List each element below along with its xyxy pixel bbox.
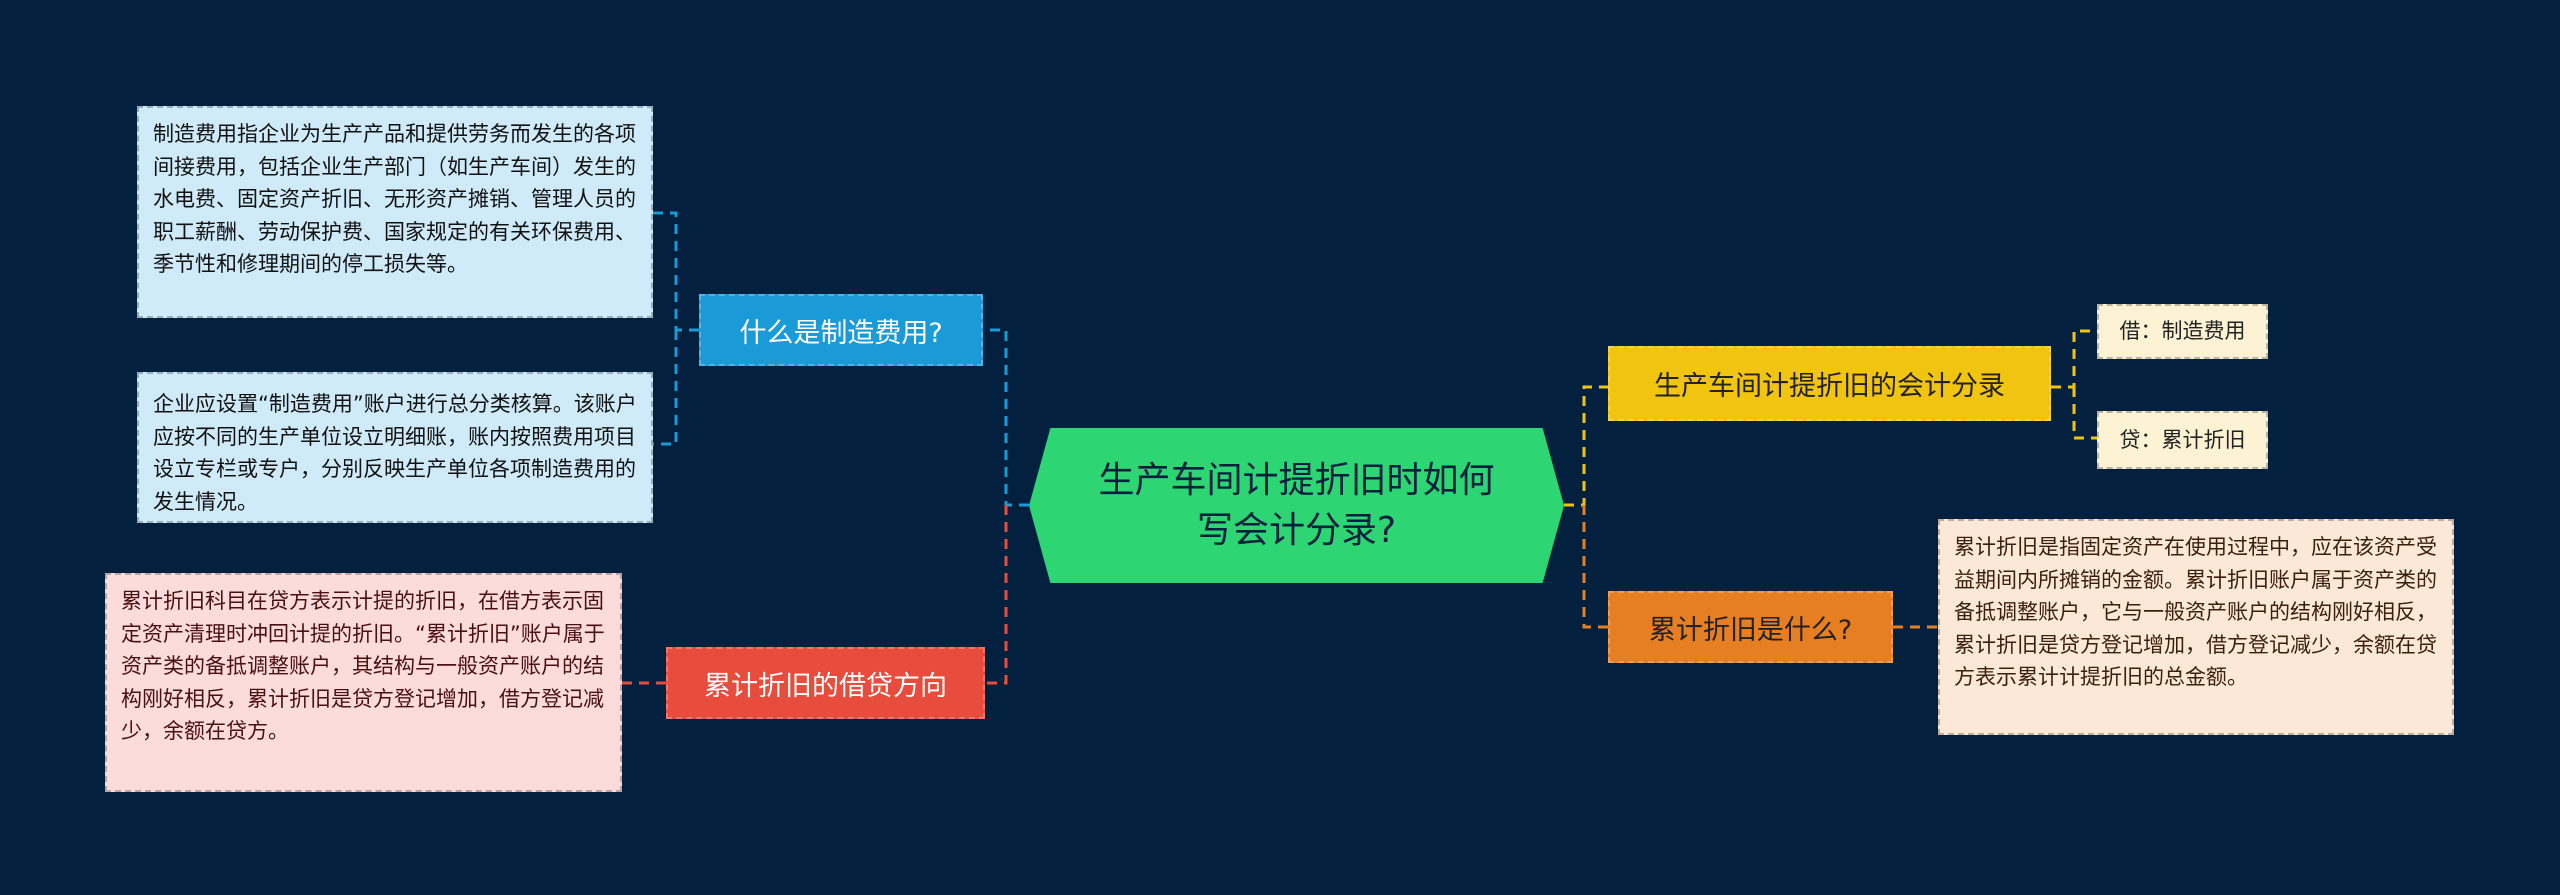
topic-what-is-depreciation[interactable]: 累计折旧是什么? [1608, 591, 1893, 663]
central-topic-text: 生产车间计提折旧时如何写会计分录? [1098, 459, 1495, 551]
topic-label: 什么是制造费用? [739, 317, 943, 349]
topic-label: 生产车间计提折旧的会计分录 [1654, 371, 2005, 402]
leaf-debit: 借：制造费用 [2097, 304, 2268, 359]
topic-depreciation-debit-credit[interactable]: 累计折旧的借贷方向 [666, 647, 985, 719]
note-manufacturing-cost-definition: 制造费用指企业为生产产品和提供劳务而发生的各项间接费用，包括企业生产部门（如生产… [137, 106, 653, 318]
note-what-is-depreciation: 累计折旧是指固定资产在使用过程中，应在该资产受益期间内所摊销的金额。累计折旧账户… [1938, 519, 2454, 735]
note-depreciation-debit-credit: 累计折旧科目在贷方表示计提的折旧，在借方表示固定资产清理时冲回计提的折旧。“累计… [105, 573, 622, 792]
note-manufacturing-cost-account: 企业应设置“制造费用”账户进行总分类核算。该账户应按不同的生产单位设立明细账，账… [137, 372, 653, 523]
topic-label: 累计折旧是什么? [1648, 614, 1853, 646]
topic-label: 累计折旧的借贷方向 [704, 670, 947, 702]
central-topic[interactable]: 生产车间计提折旧时如何写会计分录? [1029, 428, 1564, 583]
topic-manufacturing-cost[interactable]: 什么是制造费用? [699, 294, 983, 366]
leaf-credit: 贷：累计折旧 [2097, 411, 2268, 469]
topic-accounting-entry[interactable]: 生产车间计提折旧的会计分录 [1608, 346, 2051, 421]
